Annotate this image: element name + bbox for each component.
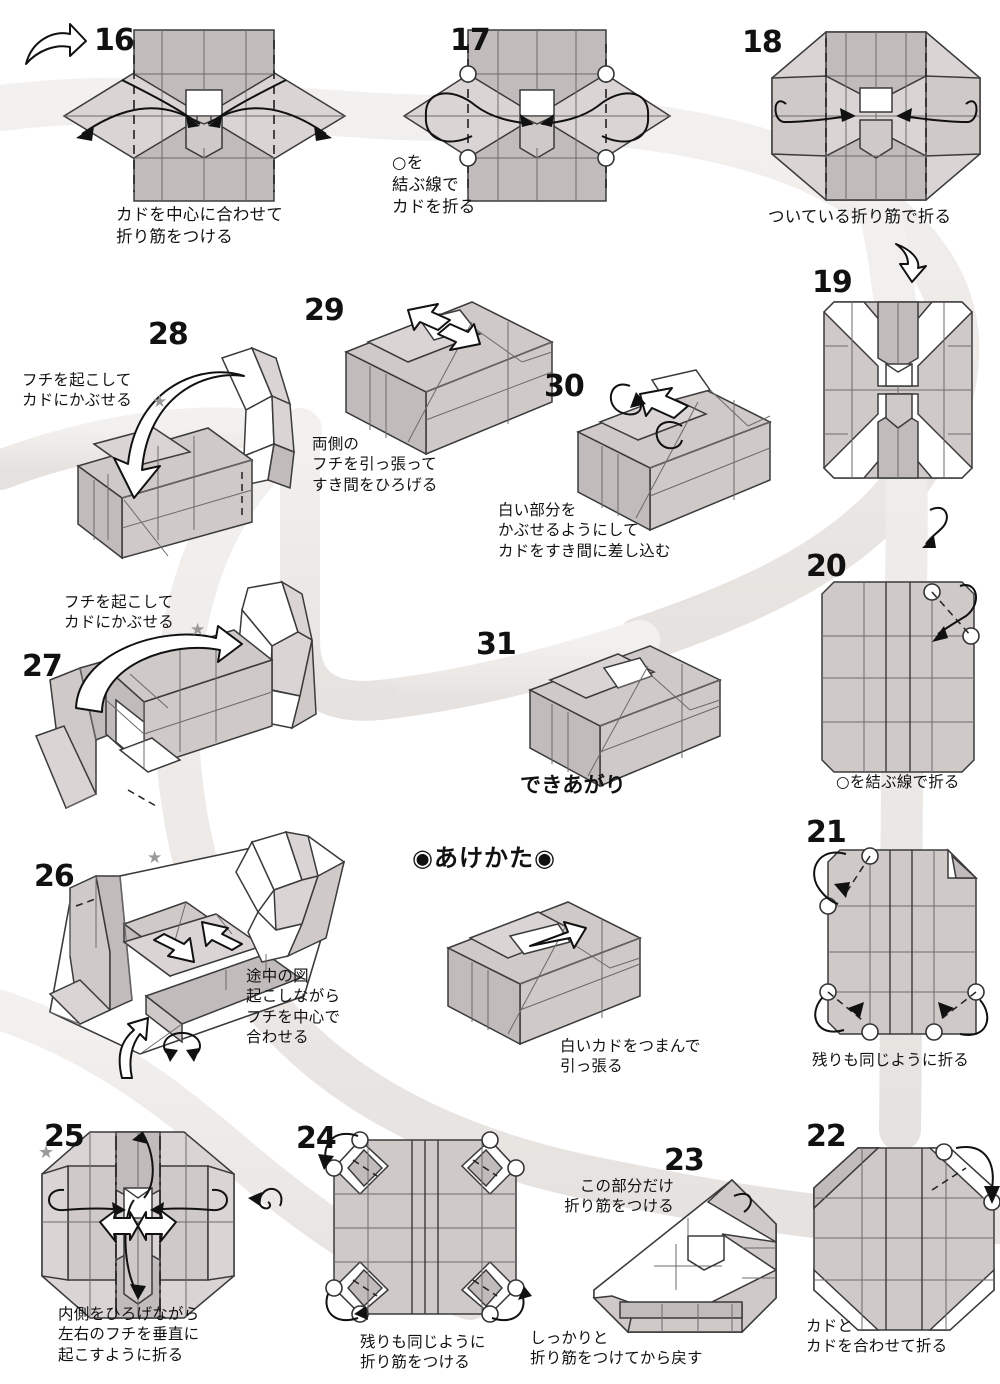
step-24-number: 24: [296, 1121, 337, 1156]
step-22-caption: カドと カドを合わせて折る: [806, 1317, 948, 1356]
open-section-caption: 白いカドをつまんで 引っ張る: [560, 1037, 701, 1076]
step-17-circle-marker-bottom: [597, 149, 615, 167]
step-23-caption-secondary: この部分だけ 折り筋をつける: [564, 1177, 674, 1216]
step-24-caption: 残りも同じように 折り筋をつける: [360, 1333, 486, 1372]
step-25-figure: [41, 1131, 235, 1319]
step-20-number: 20: [806, 549, 847, 584]
step-16-number: 16: [94, 23, 135, 58]
step-17-caption: ○を 結ぶ線で カドを折る: [392, 153, 476, 216]
continuation-arrow-from-previous-page: [25, 23, 87, 65]
step-23-number: 23: [664, 1143, 705, 1178]
step-30-caption: 白い部分を かぶせるようにして カドをすき間に差し込む: [498, 501, 671, 560]
step-27-star-marker: ★: [190, 620, 206, 640]
step-28-star-marker: ★: [152, 392, 168, 412]
step-19-figure: [822, 301, 974, 479]
step-27-number: 27: [22, 649, 63, 684]
step-28-number: 28: [148, 317, 189, 352]
step-18-number: 18: [742, 25, 783, 60]
flip-over-arrow-19-to-20: [922, 507, 948, 548]
step-24-figure: [318, 1131, 532, 1323]
step-26-number: 26: [34, 859, 75, 894]
step-21-number: 21: [806, 815, 847, 850]
step-21-caption: 残りも同じように折る: [812, 1051, 970, 1069]
step-22-figure: [813, 1143, 1000, 1331]
step-21-circle-4: [861, 1023, 879, 1041]
step-18-caption: ついている折り筋で折る: [768, 207, 952, 226]
step-22-number: 22: [806, 1119, 847, 1154]
step-20-caption: ○を結ぶ線で折る: [836, 773, 960, 791]
open-section-figure: [446, 901, 642, 1046]
step-28-caption: フチを起こして カドにかぶせる: [22, 371, 132, 410]
step-26-caption: 途中の図 起こしながら フチを中心で 合わせる: [246, 967, 341, 1047]
step-21-circle-5: [925, 1023, 943, 1041]
step-19-number: 19: [812, 265, 853, 300]
step-17-circle-marker-top: [597, 65, 615, 83]
step-16-caption: カドを中心に合わせて 折り筋をつける: [116, 205, 283, 246]
step-17-circle-marker-left-top: [459, 65, 477, 83]
step-21-figure: [813, 847, 989, 1041]
step-31-number: 31: [476, 627, 517, 662]
step-18-figure: [771, 31, 981, 201]
step-22-circle-1: [935, 1143, 953, 1161]
step-21-circle-2: [819, 897, 837, 915]
step-29-caption: 両側の フチを引っ張って すき間をひろげる: [312, 435, 438, 494]
step-26-star-marker: ★: [147, 848, 163, 868]
step-23-caption: しっかりと 折り筋をつけてから戻す: [530, 1329, 703, 1368]
step-25-star-marker: ★: [38, 1142, 55, 1163]
step-27-caption: フチを起こして カドにかぶせる: [64, 593, 174, 632]
open-section-header: ◉あけかた◉: [412, 844, 556, 872]
step-20-figure: [821, 581, 980, 773]
step-17-number: 17: [450, 23, 491, 58]
flow-arrow-18-to-19: [895, 243, 927, 283]
step-31-finished-label: できあがり: [520, 773, 626, 797]
flip-over-arrow-25-to-24: [248, 1187, 283, 1210]
step-29-number: 29: [304, 293, 345, 328]
step-25-caption: 内側をひろげながら 左右のフチを垂直に 起こすように折る: [58, 1305, 200, 1364]
step-30-number: 30: [544, 369, 585, 404]
